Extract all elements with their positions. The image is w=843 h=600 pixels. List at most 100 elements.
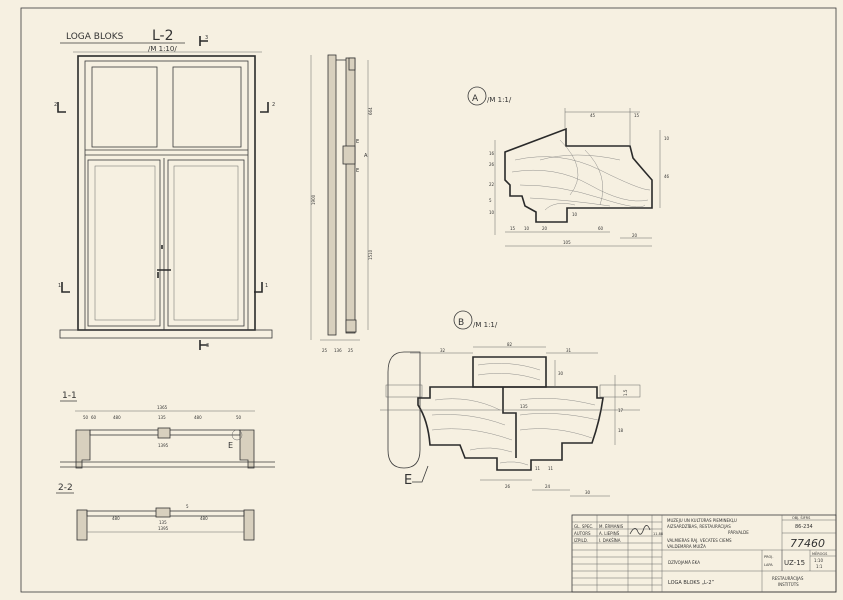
dim-height-total: 1900 bbox=[311, 194, 316, 205]
dim-b-17: 17 bbox=[618, 408, 624, 413]
window-elevation: LOGA BLOKS L-2 /M 1:10/ 3 2 2 1 1 3 bbox=[54, 28, 275, 350]
callout-a: A bbox=[364, 153, 368, 159]
tb-role-3: IZPILD. bbox=[574, 538, 588, 543]
tb-institute-2: INSTITŪTS bbox=[778, 582, 799, 587]
title-block: GL. SPEC. M. ĒRMANIS AUTORS A. LIEPIŅŠ 1… bbox=[571, 514, 837, 593]
section-2-2-label: 2-2 bbox=[58, 483, 73, 493]
tb-sheet-code: UZ-15 bbox=[784, 559, 805, 567]
dim-b-135: 135 bbox=[520, 404, 528, 409]
tb-org-1: MUZEJU UN KULTŪRAS PIEMINEKĻU bbox=[667, 518, 737, 523]
section-mark-2-right: 2 bbox=[272, 102, 275, 108]
dim-c: 25 bbox=[348, 348, 354, 353]
sheet-title: LOGA BLOKS bbox=[66, 32, 124, 42]
section-mark-1-right: 1 bbox=[265, 283, 268, 289]
dim-b-82: 82 bbox=[507, 342, 513, 347]
callout-e-lower: E bbox=[356, 168, 359, 174]
dim-2-2-left-pane: 480 bbox=[112, 516, 120, 521]
dim-upper-height: 664 bbox=[368, 107, 373, 115]
dim-1-1-mullion: 135 bbox=[158, 415, 166, 420]
section-mark-1-left: 1 bbox=[58, 283, 61, 289]
dim-b-31: 31 bbox=[566, 348, 572, 353]
dim-b-18: 18 bbox=[618, 428, 624, 433]
detail-a-scale: /M 1:1/ bbox=[487, 96, 512, 104]
section-mark-3-bottom: 3 bbox=[206, 343, 209, 349]
dim-a-105: 105 bbox=[563, 240, 571, 245]
tb-scale-1: 1:10 bbox=[814, 558, 823, 563]
dim-b-11: 11 bbox=[548, 466, 554, 471]
vertical-section: 1900 1510 664 25 136 25 E A E bbox=[310, 54, 373, 353]
dim-b-26: 26 bbox=[505, 484, 511, 489]
dim-a-46: 46 bbox=[664, 174, 670, 179]
tb-drawing: LOGA BLOKS „L-2” bbox=[668, 580, 715, 586]
tb-institute-1: RESTAURĀCIJAS bbox=[772, 576, 804, 581]
dim-1-1-inner: 1395 bbox=[158, 443, 169, 448]
section-mark-3-top: 3 bbox=[205, 35, 208, 41]
detail-a-label: A bbox=[472, 94, 479, 104]
tb-date: 11.88 bbox=[653, 532, 663, 536]
dim-1-1-total: 1365 bbox=[157, 405, 168, 410]
dim-a-15: 15 bbox=[634, 113, 640, 118]
detail-b: B /M 1:1/ 82 32 31 30 1.5 135 17 18 26 2… bbox=[380, 310, 641, 497]
dim-a-20: 20 bbox=[542, 226, 548, 231]
tb-obj-code: 86-234 bbox=[795, 524, 813, 530]
dim-2-2-inner: 1395 bbox=[158, 526, 169, 531]
sheet-title-mark: L-2 bbox=[152, 28, 174, 44]
tb-building: DZĪVOJAMĀ ĒKA bbox=[668, 560, 700, 565]
tb-role-1: GL. SPEC. bbox=[574, 524, 593, 529]
detail-b-scale: /M 1:1/ bbox=[473, 321, 498, 329]
tb-org-3: PĀRVALDE bbox=[728, 530, 749, 535]
tb-archive-no: 77460 bbox=[790, 537, 825, 550]
dim-1-1-a: 50 bbox=[83, 415, 89, 420]
tb-scale-label: MĒROGS bbox=[812, 551, 828, 556]
dim-lower-height: 1510 bbox=[368, 249, 373, 260]
dim-2-2-right-pane: 480 bbox=[200, 516, 208, 521]
dim-a-45: 45 bbox=[590, 113, 596, 118]
dim-a-10b: 10 bbox=[489, 210, 495, 215]
tb-org-2: AIZSARDZĪBAS, RESTAURĀCIJAS bbox=[667, 524, 731, 529]
tb-name-3: I. DAKŠĪNA bbox=[599, 538, 621, 543]
dim-a-10c: 10 bbox=[572, 212, 578, 217]
tb-role-2: AUTORS bbox=[574, 531, 591, 536]
sheet-border bbox=[20, 7, 837, 593]
dim-1-1-c: 50 bbox=[236, 415, 242, 420]
dim-2-2-mullion: 135 bbox=[159, 520, 167, 525]
dim-a-15b: 15 bbox=[510, 226, 516, 231]
dim-a-16: 16 bbox=[489, 151, 495, 156]
dim-b-24: 24 bbox=[545, 484, 551, 489]
signature bbox=[629, 525, 651, 535]
tb-sheet-label: LAPA bbox=[764, 563, 773, 567]
tb-name-1: M. ĒRMANIS bbox=[599, 524, 624, 529]
dim-1-1-left-pane: 480 bbox=[113, 415, 121, 420]
dim-a: 25 bbox=[322, 348, 328, 353]
dim-2-2-gap: 5 bbox=[186, 504, 189, 509]
tb-name-2: A. LIEPIŅŠ bbox=[599, 531, 620, 536]
tb-obj-label: OBJ. ŠIFRS bbox=[792, 515, 811, 520]
dim-a-26: 26 bbox=[489, 162, 495, 167]
section-mark-2-left: 2 bbox=[54, 102, 57, 108]
elevation-scale: /M 1:10/ bbox=[148, 45, 177, 53]
dim-1-1-b: 60 bbox=[91, 415, 97, 420]
dim-b-20: 11 bbox=[535, 466, 541, 471]
dim-1-1-right-pane: 480 bbox=[194, 415, 202, 420]
section-2-2: 2-2 480 135 480 1395 5 bbox=[56, 483, 255, 541]
dim-b-30b: 30 bbox=[585, 490, 591, 495]
dim-b-30: 30 bbox=[558, 371, 564, 376]
dim-b-1-5: 1.5 bbox=[623, 389, 628, 396]
section-1-1: 1-1 1365 50 60 480 135 480 50 1395 E bbox=[60, 391, 275, 469]
dim-a-10: 10 bbox=[664, 136, 670, 141]
tb-site-2: VALDEMĀRA MUIŽA bbox=[667, 544, 706, 549]
dim-a-20b: 20 bbox=[632, 233, 638, 238]
dim-b-32: 32 bbox=[440, 348, 446, 353]
dim-b: 136 bbox=[334, 348, 342, 353]
tb-scale-2: 1:1 bbox=[816, 564, 823, 569]
detail-b-callout-e: E bbox=[404, 473, 412, 488]
dim-a-10d: 10 bbox=[524, 226, 530, 231]
dim-a-5: 5 bbox=[489, 198, 492, 203]
callout-e-upper: E bbox=[356, 139, 359, 145]
dim-a-22: 22 bbox=[489, 182, 495, 187]
section-1-1-label: 1-1 bbox=[62, 391, 77, 401]
detail-b-label: B bbox=[458, 318, 464, 328]
dim-a-60: 60 bbox=[598, 226, 604, 231]
section-1-1-callout-e: E bbox=[228, 441, 233, 450]
detail-a: A /M 1:1/ 45 15 10 46 16 26 22 5 10 10 1… bbox=[467, 86, 670, 247]
